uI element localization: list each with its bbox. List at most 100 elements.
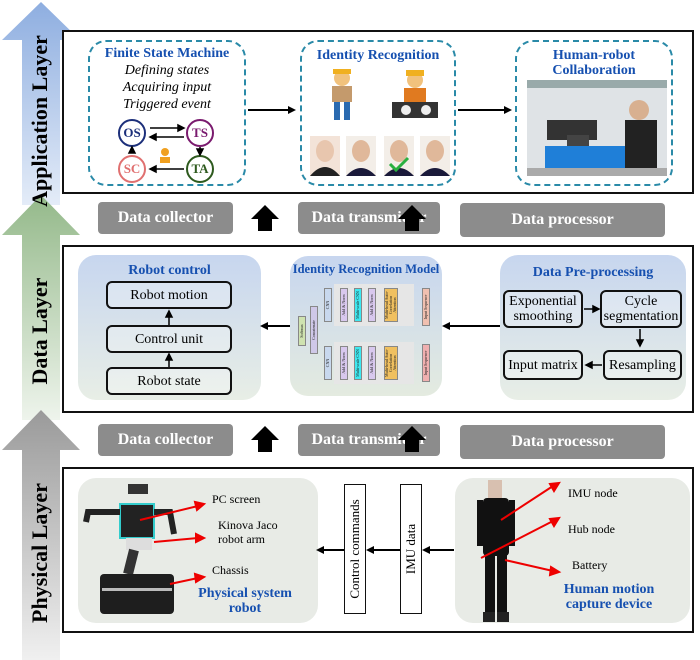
- up-arrow: [398, 426, 426, 452]
- arrow-fsm-to-identity: [248, 106, 296, 114]
- attention-block: Multi-head Auto-Correlation Attention: [384, 346, 398, 380]
- add-norm-block: Add & Norm: [368, 288, 376, 322]
- arrow-identity-to-collaboration: [458, 106, 512, 114]
- data-preprocessing-panel: Data Pre-processing Exponential smoothin…: [500, 255, 686, 400]
- input-matrix-box: Input matrix: [503, 350, 583, 380]
- collaboration-photo: [527, 80, 667, 176]
- arrow-to-imu-data: [422, 546, 454, 554]
- hub-node-label: Hub node: [568, 522, 615, 536]
- worker-carrying-box-icon: [332, 69, 352, 120]
- physical-layer-label: Physical Layer: [27, 483, 52, 623]
- motion-capture-title: Human motion capture device: [563, 582, 655, 612]
- input-sequence-label: Input Sequence: [423, 350, 428, 376]
- application-layer-label: Application Layer: [27, 35, 52, 207]
- identity-illustration: [310, 69, 450, 176]
- cycle-segmentation-box: Cycle segmentation: [600, 290, 682, 328]
- cnn-label: CNN: [325, 358, 330, 368]
- robot-motion-box: Robot motion: [106, 281, 232, 309]
- preprocessing-arrows: [584, 304, 645, 370]
- up-arrow: [251, 205, 279, 231]
- arrow-to-control-commands: [366, 546, 400, 554]
- up-arrow: [398, 205, 426, 231]
- attention-label: Multi-head Auto-Correlation Attention: [384, 291, 397, 319]
- fsm-line: Triggered event: [123, 97, 211, 112]
- resampling-box: Resampling: [603, 350, 682, 380]
- arrow-preprocessing-to-model: [442, 322, 500, 330]
- state-ta: TA: [186, 155, 214, 183]
- add-norm-label: Add & Norm: [369, 294, 374, 316]
- worker-icon: [160, 148, 170, 163]
- fsm-transition-arrows: [127, 123, 205, 174]
- robot-illustration: [83, 484, 207, 614]
- state-os: OS: [118, 119, 146, 147]
- add-norm-label: Add & Norm: [369, 352, 374, 374]
- softmax-label: Softmax: [299, 324, 304, 338]
- application-layer-arrow: [2, 2, 80, 205]
- cnn-label: CNN: [325, 300, 330, 310]
- state-ts: TS: [186, 119, 214, 147]
- human-mocap-illustration: [477, 480, 562, 622]
- cnn-block: CNN: [324, 288, 332, 322]
- human-robot-collaboration-panel: Human-robot Collaboration: [515, 40, 673, 186]
- exponential-smoothing-box: Exponential smoothing: [503, 290, 583, 328]
- attention-block: Multi-head Auto-Correlation Attention: [384, 288, 398, 322]
- input-sequence-block: Input Sequence: [422, 344, 430, 382]
- face-photos: [310, 136, 450, 176]
- motion-capture-panel: IMU node Hub node Battery Human motion c…: [455, 478, 690, 623]
- fsm-line: Acquiring input: [122, 80, 212, 95]
- pc-screen-label: PC screen: [212, 492, 261, 506]
- physical-robot-panel: PC screen Kinova Jaco robot arm Chassis …: [78, 478, 318, 623]
- identity-recognition-panel: Identity Recognition: [300, 40, 456, 186]
- fsm-panel: Finite State Machine Defining states Acq…: [88, 40, 246, 186]
- worker-at-machine-icon: [392, 70, 438, 118]
- multiscale-cnn-label: Multi-scale CNN: [355, 291, 360, 319]
- arrow-to-robot: [316, 546, 344, 554]
- softmax-block: Softmax: [298, 316, 306, 346]
- fsm-title: Finite State Machine: [104, 46, 230, 61]
- robot-control-title: Robot control: [128, 263, 211, 278]
- input-sequence-block: Input Sequence: [422, 288, 430, 326]
- hrc-title: Human-robot Collaboration: [552, 48, 636, 78]
- state-sc: SC: [118, 155, 146, 183]
- multiscale-cnn-block: Multi-scale CNN: [354, 346, 362, 380]
- input-sequence-label: Input Sequence: [423, 294, 428, 320]
- imu-data-label: IMU data: [403, 523, 418, 575]
- layer-arrows: [2, 2, 80, 660]
- check-icon: [388, 156, 410, 173]
- data-layer-label: Data Layer: [27, 277, 52, 385]
- kinova-jaco-arm-label: Kinova Jaco robot arm: [218, 518, 278, 546]
- multiscale-cnn-label: Multi-scale CNN: [355, 349, 360, 377]
- identity-recognition-model-panel: Identity Recognition Model Softmax Conca…: [290, 256, 442, 396]
- physical-layer-arrow: [2, 410, 80, 660]
- control-commands-box: Control commands: [344, 484, 366, 614]
- imu-data-box: IMU data: [400, 484, 422, 614]
- add-norm-block: Add & Norm: [340, 288, 348, 322]
- up-arrow: [251, 426, 279, 452]
- chassis-label: Chassis: [212, 563, 249, 577]
- cnn-block: CNN: [324, 346, 332, 380]
- battery-label: Battery: [572, 558, 608, 572]
- data-processor-label: Data processor: [460, 425, 665, 459]
- fsm-line: Defining states: [124, 63, 210, 78]
- add-norm-block: Add & Norm: [368, 346, 376, 380]
- attention-label: Multi-head Auto-Correlation Attention: [384, 349, 397, 377]
- robot-state-box: Robot state: [106, 367, 232, 395]
- preprocessing-title: Data Pre-processing: [532, 265, 654, 280]
- physical-robot-title: Physical system robot: [198, 586, 292, 616]
- identity-title: Identity Recognition: [316, 48, 440, 63]
- control-commands-label: Control commands: [347, 499, 362, 599]
- concatenate-block: Concatenate: [310, 306, 318, 354]
- control-unit-box: Control unit: [106, 325, 232, 353]
- add-norm-label: Add & Norm: [341, 352, 346, 374]
- model-title: Identity Recognition Model: [292, 262, 440, 276]
- imu-node-label: IMU node: [568, 486, 618, 500]
- concatenate-label: Concatenate: [311, 320, 316, 340]
- arrow-model-to-robot-control: [260, 322, 290, 330]
- data-collector-label: Data collector: [98, 202, 233, 234]
- add-norm-block: Add & Norm: [340, 346, 348, 380]
- data-processor-label: Data processor: [460, 203, 665, 237]
- robot-control-panel: Robot control Robot motion Control unit …: [78, 255, 261, 400]
- data-collector-label: Data collector: [98, 424, 233, 456]
- data-layer-arrow: [2, 195, 80, 420]
